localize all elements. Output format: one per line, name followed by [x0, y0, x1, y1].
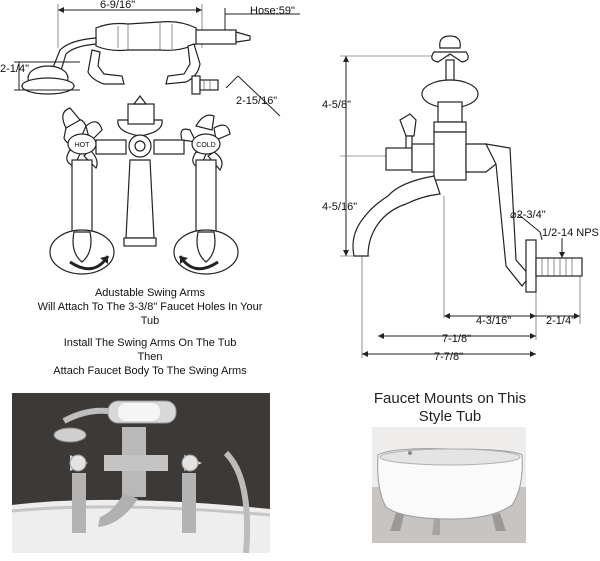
width-dimension-label: 6-9/16" [100, 0, 135, 11]
tub-photo [372, 427, 526, 543]
arm-offset-dimension-label: 2-15/16" [236, 95, 277, 107]
spout-reach-label: 4-3/16" [476, 315, 511, 327]
showerhead-dimension-label: 2-1/4" [0, 63, 29, 75]
front-view-drawing: 6-9/16" Hose:59" 2-1/4" 2-15/16" HOT [0, 0, 300, 275]
overall-depth-2-label: 7-7/8" [434, 351, 463, 363]
thread-length-label: 2-1/4" [546, 315, 575, 327]
lower-height-label: 4-5/16" [322, 201, 357, 213]
thread-size-label: 1/2-14 NPS [542, 227, 599, 239]
side-view-drawing: 4-5/8" 4-5/16" ⌀2-3/4" 1/2-14 NPS 4-3/16… [322, 35, 599, 363]
hose-length-label: Hose:59" [250, 5, 295, 17]
hot-handle-label: HOT [75, 142, 91, 149]
flange-diameter-label: ⌀2-3/4" [510, 209, 546, 221]
swing-arms-note: Adustable Swing Arms Will Attach To The … [37, 287, 263, 327]
tub-caption: Faucet Mounts on This Style Tub [373, 390, 527, 425]
overall-depth-1-label: 7-1/8" [442, 333, 471, 345]
install-note: Install The Swing Arms On The Tub Then A… [53, 337, 247, 377]
upper-height-label: 4-5/8" [322, 99, 351, 111]
cold-handle-label: COLD [196, 142, 215, 149]
faucet-photo [12, 393, 270, 553]
